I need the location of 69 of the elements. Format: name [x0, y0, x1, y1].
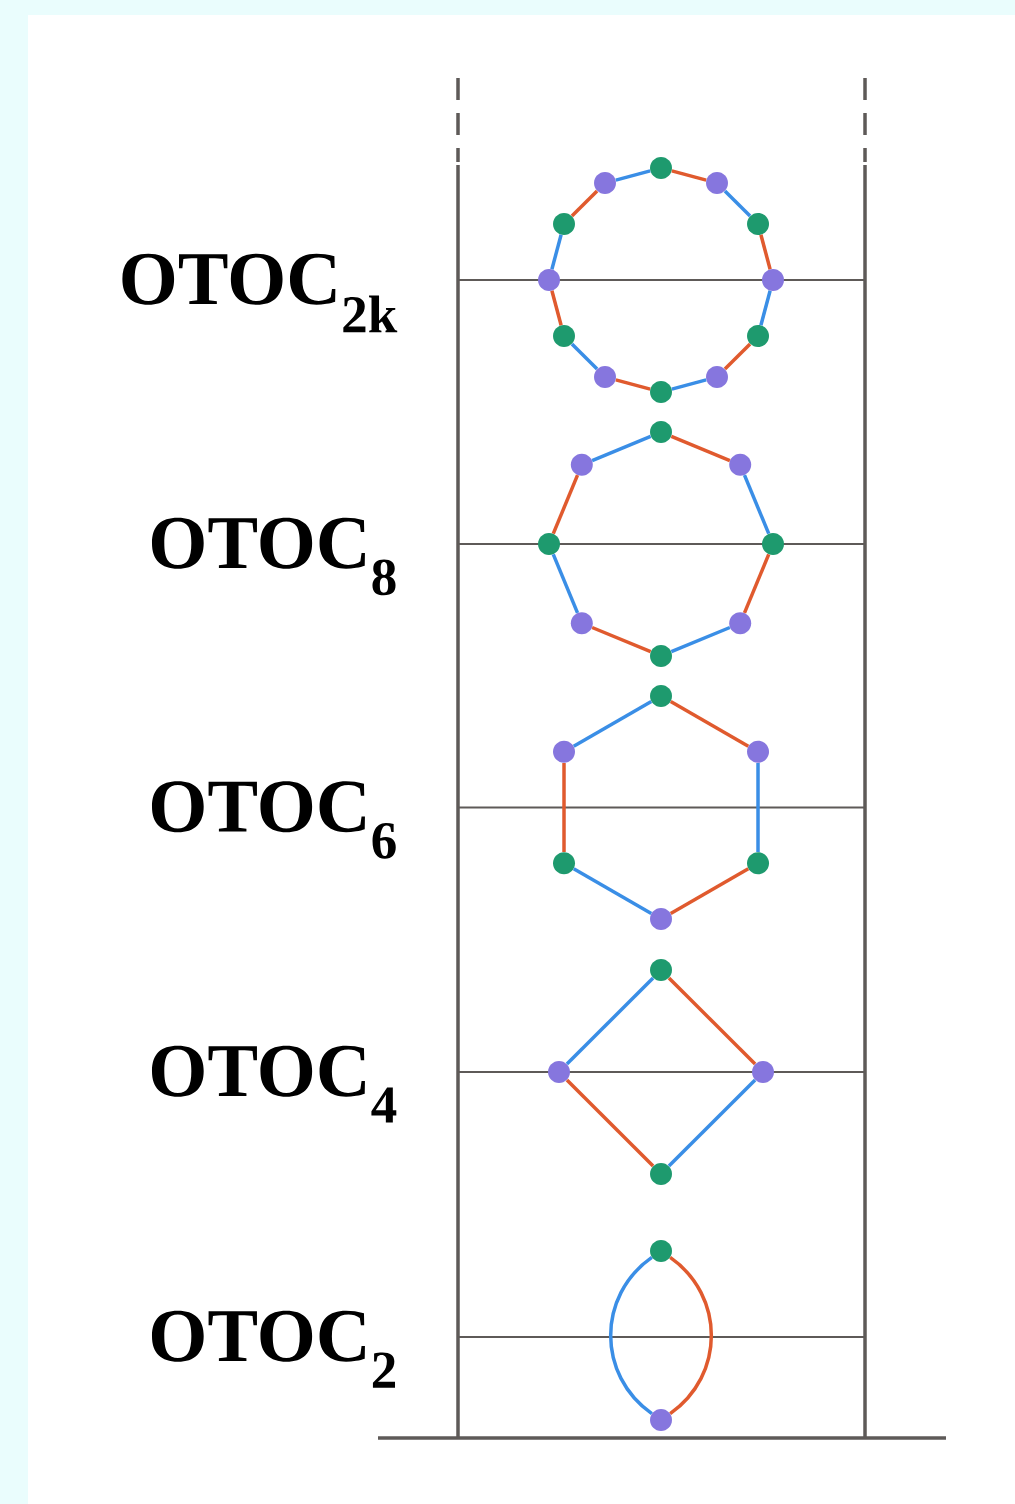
- graph-dot: [747, 213, 769, 235]
- graph-dot: [594, 366, 616, 388]
- graph-dot: [650, 157, 672, 179]
- graph-dot: [650, 1409, 672, 1431]
- graph-edge: [551, 553, 580, 614]
- graph-dot: [650, 1240, 672, 1262]
- graph-dot: [553, 852, 575, 875]
- graph-edge: [550, 234, 563, 270]
- graph-edge: [608, 1256, 653, 1415]
- graph-dot: [729, 453, 752, 476]
- graph-dot: [650, 959, 672, 981]
- graph-edge: [565, 1078, 655, 1168]
- graph-edge: [615, 169, 651, 182]
- row-label: OTOC$_{4}$: [152, 1045, 397, 1123]
- graph-dot: [570, 453, 593, 476]
- graph-edge: [671, 378, 707, 391]
- graph-dot: [752, 1061, 774, 1083]
- graph-dot: [706, 172, 728, 194]
- graph-dot: [747, 852, 769, 875]
- graph-edge: [756, 763, 760, 852]
- graph-edge: [551, 474, 580, 535]
- graph-dot: [747, 325, 769, 347]
- graph-edge: [565, 976, 655, 1066]
- graph-dot: [729, 612, 752, 635]
- row-label: OTOC$_{2k}$: [122, 253, 398, 333]
- graph-dot: [594, 172, 616, 194]
- graph-edge: [669, 867, 750, 915]
- graph-edge: [723, 342, 752, 371]
- graph-dot: [650, 381, 672, 403]
- row-label: OTOC$_{6}$: [152, 781, 396, 859]
- graph-dot: [650, 421, 672, 443]
- graph-dot: [538, 533, 560, 555]
- graph-edge: [572, 700, 653, 748]
- row-label: OTOC$_{8}$: [152, 517, 396, 596]
- graph-edge: [669, 1256, 714, 1415]
- graph-edge: [570, 189, 599, 218]
- graph-dot: [650, 908, 672, 930]
- graph-edge: [759, 234, 772, 270]
- graph-edge: [562, 763, 566, 852]
- graph-edge: [742, 474, 771, 535]
- graph-edge: [759, 290, 772, 326]
- graph-edge: [669, 700, 750, 748]
- graph-edge: [723, 189, 752, 218]
- graph-edge: [670, 625, 731, 654]
- graph-edge: [550, 290, 563, 326]
- graph-edge: [742, 553, 771, 614]
- row-label: OTOC$_{2}$: [152, 1310, 395, 1388]
- graph-edge: [572, 867, 653, 915]
- graph-dot: [747, 740, 769, 763]
- graph-dot: [762, 269, 784, 291]
- graph-dot: [650, 685, 672, 707]
- graph-edge: [615, 378, 651, 391]
- graph-edge: [570, 342, 599, 371]
- graph-dot: [650, 645, 672, 667]
- graph-dot: [553, 325, 575, 347]
- graph-edge: [667, 1078, 757, 1168]
- graph-dot: [553, 740, 575, 763]
- graph-dot: [553, 213, 575, 235]
- graph-dot: [762, 533, 784, 555]
- graph-dot: [538, 269, 560, 291]
- graph-edge: [591, 434, 652, 463]
- graph-edge: [671, 169, 707, 182]
- graph-dot: [706, 366, 728, 388]
- graph-edge: [591, 625, 652, 654]
- graph-edge: [667, 976, 757, 1066]
- graph-dot: [548, 1061, 570, 1083]
- graph-edge: [670, 434, 731, 463]
- graph-dot: [650, 1163, 672, 1185]
- graph-dot: [570, 612, 593, 635]
